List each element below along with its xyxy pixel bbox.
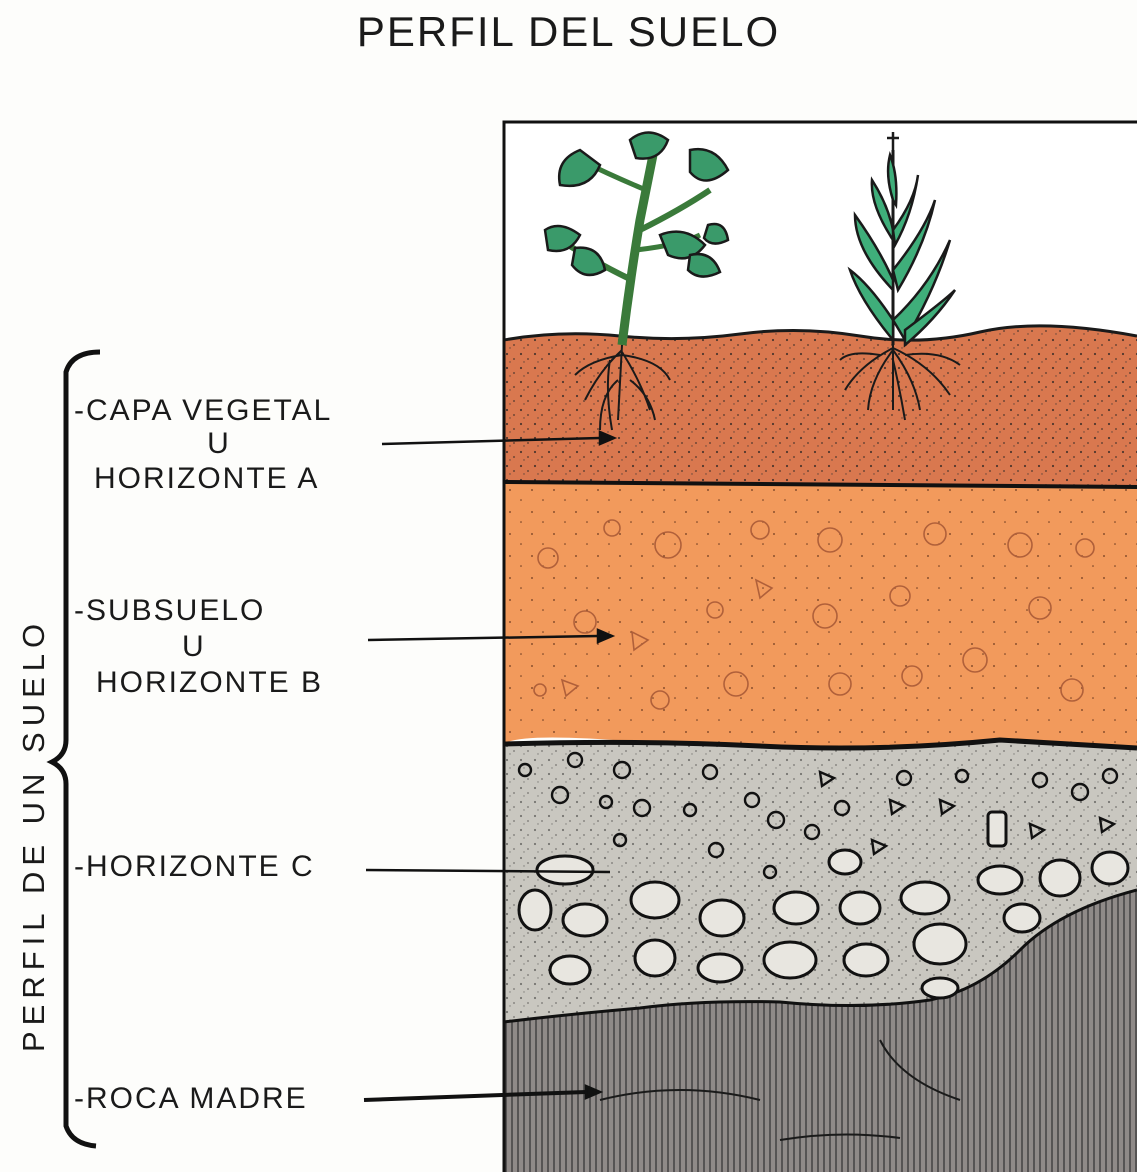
profile-bracket-label: PERFIL DE UN SUELO [18, 618, 49, 1052]
horizon-c-label: -HORIZONTE C [74, 852, 315, 882]
sky-area [504, 122, 1137, 344]
horizon-a-label-line1: -CAPA VEGETAL [74, 396, 332, 426]
horizon-a-label-line3: HORIZONTE A [94, 464, 319, 494]
horizon-b-label-line1: -SUBSUELO [74, 596, 265, 626]
horizon-b-label-line3: HORIZONTE B [96, 668, 323, 698]
bedrock-label: -ROCA MADRE [74, 1084, 308, 1114]
horizon-a-label-line2: U [74, 429, 364, 459]
horizon-b-label-line2: U [182, 632, 206, 662]
profile-bracket [52, 352, 100, 1146]
